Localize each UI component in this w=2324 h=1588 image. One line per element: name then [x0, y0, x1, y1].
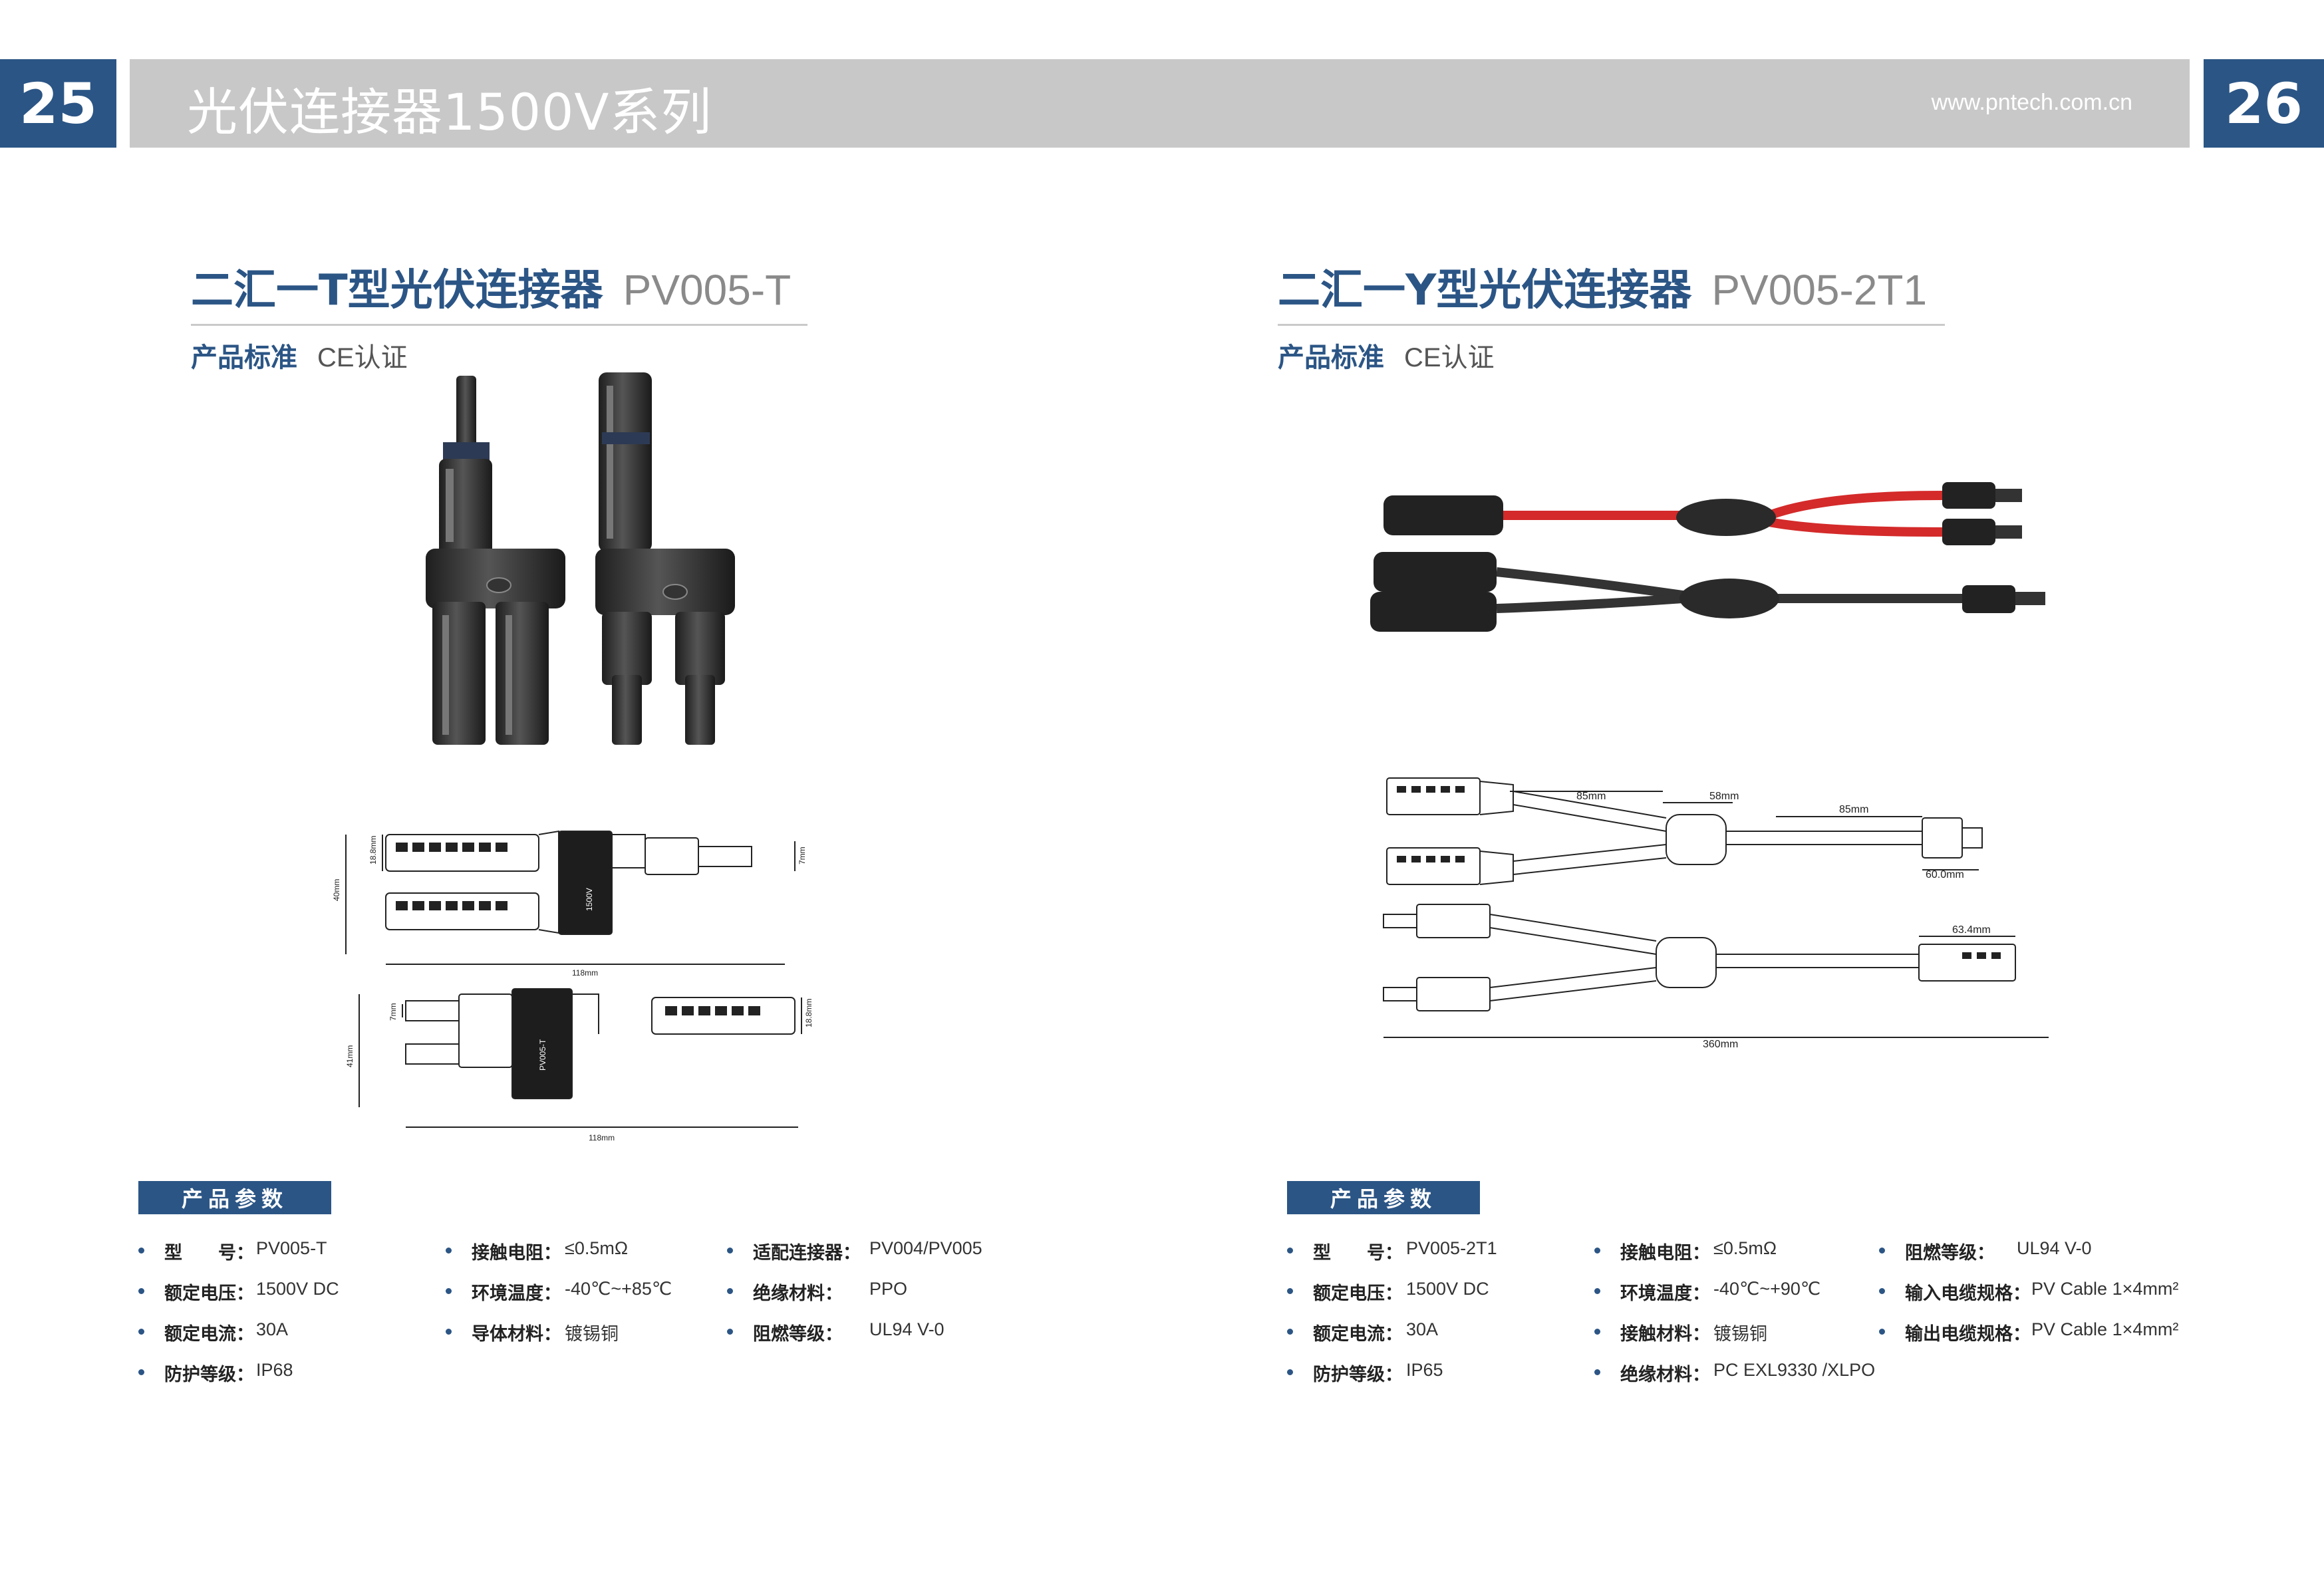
left-spec-protection: 防护等级：IP68 — [138, 1360, 339, 1400]
left-dim-d5: 41mm — [345, 1045, 355, 1067]
right-spec-flame: 阻燃等级：UL94 V-0 — [1879, 1238, 2178, 1279]
left-dim-d4: 118mm — [572, 968, 598, 978]
right-technical-drawing: 85mm 58mm 85mm 60.0mm 63.4mm 360mm — [1383, 777, 2049, 1050]
left-product-code: PV005-T — [623, 266, 792, 314]
t-connector-1-icon — [426, 376, 565, 745]
left-dim-d2: 40mm — [332, 879, 341, 901]
left-standard: 产品标准 CE认证 — [191, 336, 408, 374]
left-spec-flame: 阻燃等级：UL94 V-0 — [727, 1319, 982, 1360]
right-params-header: 产品参数 — [1287, 1181, 1480, 1214]
left-spec-col-1: 型 号：PV005-T 额定电压：1500V DC 额定电流：30A 防护等级：… — [138, 1238, 339, 1400]
left-spec-resistance: 接触电阻：≤0.5mΩ — [446, 1238, 672, 1279]
right-spec-protection: 防护等级：IP65 — [1287, 1360, 1497, 1400]
t-connector-2-icon — [595, 372, 735, 745]
header-url: www.pntech.com.cn — [1931, 90, 2132, 115]
right-product-title: 二汇一Y型光伏连接器 PV005-2T1 — [1278, 256, 1927, 317]
right-spec-voltage: 额定电压：1500V DC — [1287, 1279, 1497, 1319]
right-standard-value: CE认证 — [1404, 343, 1495, 372]
right-spec-input-cable: 输入电缆规格：PV Cable 1×4mm² — [1879, 1279, 2178, 1319]
left-mark-pv005t: PV005-T — [538, 1039, 547, 1071]
right-spec-insulation: 绝缘材料：PC EXL9330 /XLPO — [1594, 1360, 1875, 1400]
right-spec-col-2: 接触电阻：≤0.5mΩ 环境温度：-40℃~+90℃ 接触材料：镀锡铜 绝缘材料… — [1594, 1238, 1875, 1400]
left-product-photo — [426, 372, 735, 745]
page-number-right: 26 — [2204, 59, 2324, 148]
right-spec-col-1: 型 号：PV005-2T1 额定电压：1500V DC 额定电流：30A 防护等… — [1287, 1238, 1497, 1400]
left-title-rule — [191, 324, 807, 326]
right-standard: 产品标准 CE认证 — [1278, 336, 1495, 374]
left-spec-insulation: 绝缘材料：PPO — [727, 1279, 982, 1319]
left-spec-temperature: 环境温度：-40℃~+85℃ — [446, 1279, 672, 1319]
left-product-name: 二汇一T型光伏连接器 — [191, 266, 603, 315]
left-dim-d3: 7mm — [798, 847, 807, 864]
left-dim-d1: 18.8mm — [368, 836, 378, 864]
left-spec-adapter: 适配连接器：PV004/PV005 — [727, 1238, 982, 1279]
left-spec-model: 型 号：PV005-T — [138, 1238, 339, 1279]
left-spec-col-3: 适配连接器：PV004/PV005 绝缘材料：PPO 阻燃等级：UL94 V-0 — [727, 1238, 982, 1360]
right-spec-col-3: 阻燃等级：UL94 V-0 输入电缆规格：PV Cable 1×4mm² 输出电… — [1879, 1238, 2178, 1360]
left-dim-d8: 118mm — [589, 1133, 615, 1142]
left-technical-drawing: 40mm 18.8mm 7mm 118mm 41mm 7mm 18.8mm 11… — [332, 830, 813, 1142]
right-spec-contact: 接触材料：镀锡铜 — [1594, 1319, 1875, 1360]
right-product-photo — [1370, 482, 2045, 632]
left-spec-conductor: 导体材料：镀锡铜 — [446, 1319, 672, 1360]
header-title: 光伏连接器1500V系列 — [187, 82, 712, 142]
header-band: 光伏连接器1500V系列 www.pntech.com.cn — [130, 59, 2190, 148]
left-mark-1500v: 1500V — [585, 888, 594, 911]
right-spec-current: 额定电流：30A — [1287, 1319, 1497, 1360]
right-dim-d6: 360mm — [1703, 1039, 1738, 1050]
right-product-name: 二汇一Y型光伏连接器 — [1278, 266, 1692, 315]
left-standard-label: 产品标准 — [191, 342, 297, 373]
right-dim-d2: 58mm — [1709, 791, 1739, 802]
right-product-code: PV005-2T1 — [1711, 266, 1928, 314]
left-standard-value: CE认证 — [317, 343, 408, 372]
right-spec-output-cable: 输出电缆规格：PV Cable 1×4mm² — [1879, 1319, 2178, 1360]
left-params-header: 产品参数 — [138, 1181, 331, 1214]
left-dim-d7: 18.8mm — [804, 999, 813, 1027]
left-spec-current: 额定电流：30A — [138, 1319, 339, 1360]
right-dim-d5: 63.4mm — [1952, 924, 1991, 936]
black-y-cable-icon — [1370, 552, 2045, 632]
left-spec-voltage: 额定电压：1500V DC — [138, 1279, 339, 1319]
left-product-title: 二汇一T型光伏连接器 PV005-T — [191, 256, 791, 317]
left-dim-d6: 7mm — [388, 1003, 398, 1021]
right-spec-model: 型 号：PV005-2T1 — [1287, 1238, 1497, 1279]
right-dim-d3: 85mm — [1839, 804, 1868, 815]
right-dim-d4: 60.0mm — [1926, 869, 1964, 880]
right-title-rule — [1278, 324, 1945, 326]
right-spec-resistance: 接触电阻：≤0.5mΩ — [1594, 1238, 1875, 1279]
right-standard-label: 产品标准 — [1278, 342, 1384, 373]
red-y-cable-icon — [1383, 482, 2022, 545]
left-spec-col-2: 接触电阻：≤0.5mΩ 环境温度：-40℃~+85℃ 导体材料：镀锡铜 — [446, 1238, 672, 1360]
page-number-left: 25 — [0, 59, 116, 148]
right-dim-d1: 85mm — [1576, 791, 1606, 802]
right-spec-temperature: 环境温度：-40℃~+90℃ — [1594, 1279, 1875, 1319]
